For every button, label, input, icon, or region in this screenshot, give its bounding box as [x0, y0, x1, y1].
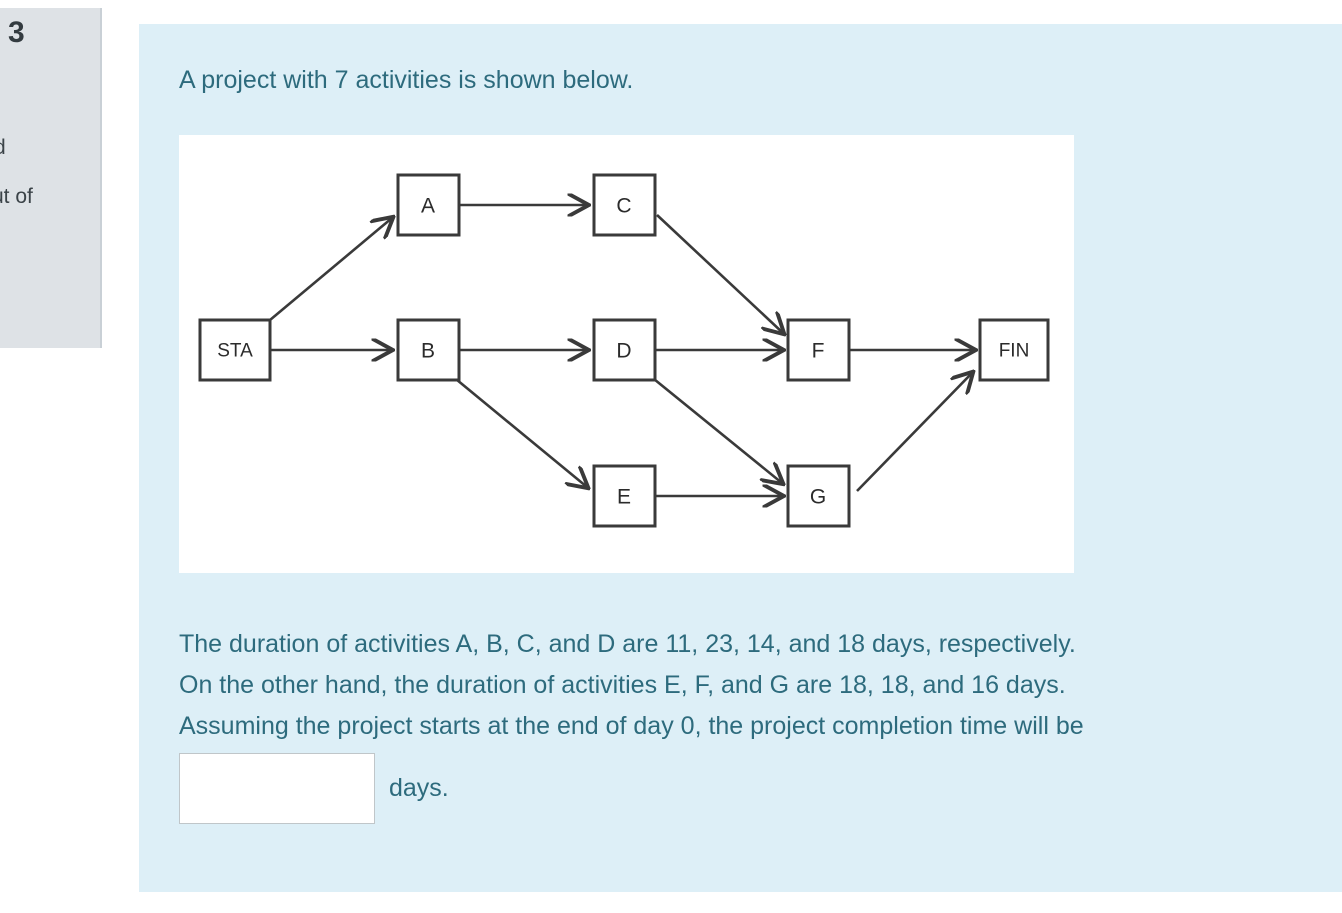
node-sta: STA: [198, 318, 272, 382]
node-d: D: [592, 318, 657, 382]
statement-line-2: On the other hand, the duration of activ…: [179, 671, 1066, 699]
diagram-nodes: STA A B C D: [198, 173, 1050, 528]
node-a-label: A: [421, 195, 435, 218]
sidebar-text-fragment-1: d: [0, 136, 6, 160]
answer-unit-label: days.: [389, 774, 449, 802]
node-b-label: B: [421, 340, 435, 363]
edge-b-e: [450, 373, 587, 487]
edge-g-fin: [856, 373, 972, 492]
node-c: C: [592, 173, 657, 237]
question-statement: The duration of activities A, B, C, and …: [179, 624, 1329, 747]
edge-sta-a: [269, 218, 392, 321]
node-g: G: [786, 464, 851, 528]
question-sidebar: 3 d ut of: [0, 8, 102, 348]
question-prompt: A project with 7 activities is shown bel…: [179, 66, 634, 94]
answer-input[interactable]: [179, 753, 375, 824]
answer-row: days.: [179, 753, 449, 824]
node-e: E: [592, 464, 657, 528]
edge-c-f: [656, 214, 783, 333]
question-number: 3: [8, 16, 26, 49]
node-f: F: [786, 318, 851, 382]
node-e-label: E: [617, 486, 631, 509]
statement-line-1: The duration of activities A, B, C, and …: [179, 630, 1076, 658]
node-fin-label: FIN: [999, 341, 1030, 362]
statement-line-3: Assuming the project starts at the end o…: [179, 712, 1084, 740]
node-d-label: D: [616, 340, 631, 363]
question-panel: A project with 7 activities is shown bel…: [139, 24, 1342, 892]
diagram-edges: [269, 205, 974, 496]
node-f-label: F: [812, 340, 825, 363]
node-b: B: [396, 318, 461, 382]
node-sta-label: STA: [217, 341, 253, 362]
node-c-label: C: [616, 195, 631, 218]
sidebar-text-fragment-2: ut of: [0, 185, 33, 208]
edge-d-g: [648, 373, 782, 483]
node-fin: FIN: [978, 318, 1050, 382]
project-network-diagram: STA A B C D: [179, 135, 1074, 573]
node-g-label: G: [810, 486, 826, 509]
node-a: A: [396, 173, 461, 237]
